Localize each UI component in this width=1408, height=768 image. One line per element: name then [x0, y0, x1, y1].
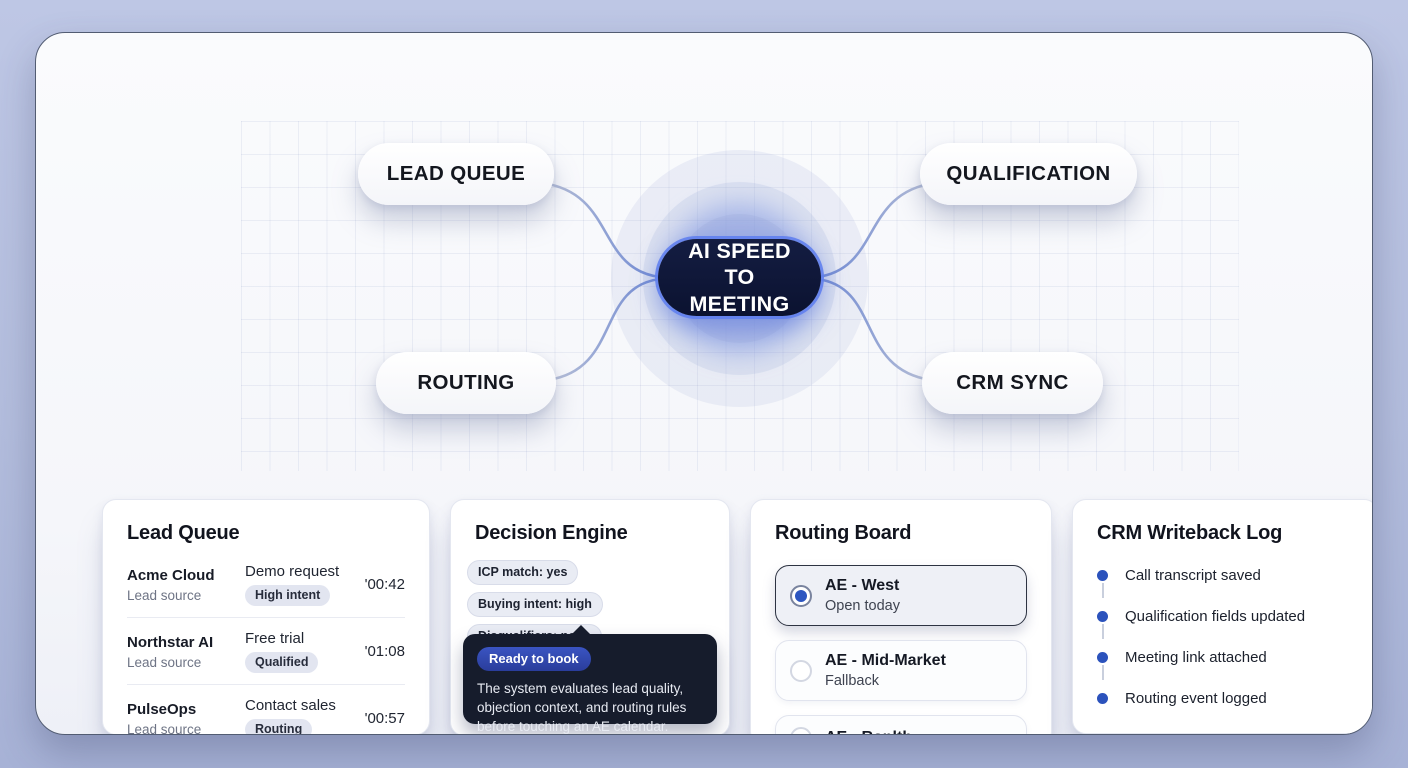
main-panel: LEAD QUEUE QUALIFICATION ROUTING CRM SYN… [35, 32, 1373, 735]
decision-engine-card-title: Decision Engine [475, 522, 628, 544]
lead-row[interactable]: PulseOps Lead source Contact sales Routi… [127, 684, 405, 735]
decision-engine-card: Decision Engine ICP match: yes Buying in… [450, 499, 730, 734]
radio-unselected-icon[interactable] [790, 727, 812, 734]
decision-tooltip: Ready to book The system evaluates lead … [463, 625, 717, 734]
lead-timer: '00:57 [364, 710, 405, 727]
log-item-text: Qualification fields updated [1125, 608, 1306, 625]
node-center-ai-speed-to-meeting[interactable]: AI SPEED TO MEETING [658, 239, 821, 316]
lead-row[interactable]: Acme Cloud Lead source Demo request High… [127, 551, 405, 617]
route-option-sub: Fallback [825, 673, 879, 689]
center-node-label: AI SPEED TO MEETING [688, 238, 791, 316]
lead-detail: Contact sales [245, 697, 336, 714]
node-crm-sync[interactable]: CRM SYNC [922, 352, 1103, 414]
log-item-text: Routing event logged [1125, 690, 1267, 707]
crm-writeback-log-card: CRM Writeback Log Call transcript saved … [1072, 499, 1372, 734]
route-option-sub: Open today [825, 598, 900, 614]
chip-buying-intent: Buying intent: high [467, 592, 603, 617]
node-lead-queue[interactable]: LEAD QUEUE [358, 143, 554, 205]
lead-row[interactable]: Northstar AI Lead source Free trial Qual… [127, 617, 405, 684]
lead-status-badge: Routing [245, 719, 313, 734]
lead-queue-rows: Acme Cloud Lead source Demo request High… [127, 551, 405, 735]
ready-to-book-badge: Ready to book [477, 647, 591, 671]
node-crm-sync-label: CRM SYNC [956, 371, 1069, 394]
lead-timer: '00:42 [364, 576, 405, 593]
node-routing-label: ROUTING [417, 371, 515, 394]
lead-name: Acme Cloud [127, 566, 215, 584]
lead-timer: '01:08 [364, 643, 405, 660]
connector-lines [540, 181, 937, 382]
lead-name: Northstar AI [127, 633, 214, 651]
log-dot-icon [1097, 570, 1108, 581]
route-option-name: AE - Ronlth [825, 729, 912, 734]
log-dot-icon [1097, 652, 1108, 663]
lead-detail: Demo request [245, 563, 340, 580]
lead-source-label: Lead source [127, 721, 202, 735]
log-item: Qualification fields updated [1097, 596, 1353, 639]
routing-board-card: Routing Board AE - West Open today AE - … [750, 499, 1052, 734]
lead-status-badge: Qualified [245, 652, 319, 673]
log-item: Routing event logged [1097, 678, 1353, 719]
radio-selected-icon[interactable] [790, 584, 812, 607]
lead-detail: Free trial [245, 630, 305, 647]
route-option-ae-west[interactable]: AE - West Open today [775, 565, 1027, 626]
log-item: Meeting link attached [1097, 637, 1353, 680]
node-lead-queue-label: LEAD QUEUE [386, 162, 526, 185]
node-qualification[interactable]: QUALIFICATION [920, 143, 1137, 205]
lead-name: PulseOps [127, 700, 197, 718]
crm-log-list: Call transcript saved Qualification fiel… [1097, 555, 1353, 719]
log-item-text: Call transcript saved [1125, 567, 1261, 584]
route-option-name: AE - Mid-Market [825, 652, 946, 669]
routing-board-card-title: Routing Board [775, 522, 912, 544]
node-qualification-label: QUALIFICATION [946, 162, 1111, 185]
route-option-third-clipped[interactable]: AE - Ronlth [775, 715, 1027, 734]
node-routing[interactable]: ROUTING [376, 352, 556, 414]
log-dot-icon [1097, 611, 1108, 622]
lead-status-badge: High intent [245, 585, 331, 606]
log-item-text: Meeting link attached [1125, 649, 1267, 666]
route-option-name: AE - West [825, 577, 900, 594]
lead-source-label: Lead source [127, 587, 202, 603]
crm-writeback-log-title: CRM Writeback Log [1097, 522, 1283, 544]
route-option-ae-mid-market[interactable]: AE - Mid-Market Fallback [775, 640, 1027, 701]
chip-icp-match: ICP match: yes [467, 560, 579, 585]
lead-queue-card: Lead Queue Acme Cloud Lead source Demo r… [102, 499, 430, 735]
lead-source-label: Lead source [127, 654, 202, 670]
log-dot-icon [1097, 693, 1108, 704]
decision-tooltip-text: The system evaluates lead quality, objec… [477, 681, 687, 735]
log-item: Call transcript saved [1097, 555, 1353, 598]
radio-unselected-icon[interactable] [790, 659, 812, 682]
lead-queue-card-title: Lead Queue [127, 522, 240, 544]
